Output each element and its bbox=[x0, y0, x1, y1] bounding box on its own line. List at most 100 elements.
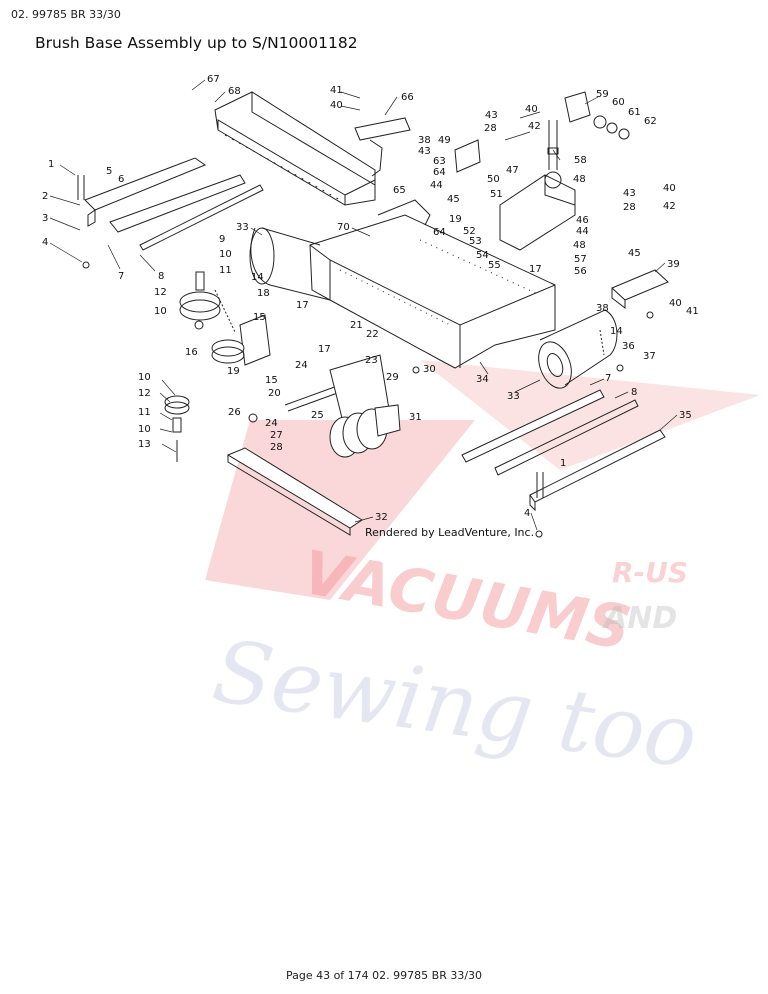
callout-17: 17 bbox=[318, 344, 331, 355]
callout-14: 14 bbox=[251, 272, 264, 283]
callout-68: 68 bbox=[228, 86, 241, 97]
callout-61: 61 bbox=[628, 107, 641, 118]
callout-63: 63 bbox=[433, 156, 446, 167]
callout-40: 40 bbox=[669, 298, 682, 309]
callout-leaders bbox=[49, 79, 678, 531]
callout-28: 28 bbox=[484, 123, 497, 134]
callout-28: 28 bbox=[623, 202, 636, 213]
callout-3: 3 bbox=[42, 213, 48, 224]
callout-labels: 67 68 41 40 66 43 28 40 42 59 60 61 62 1… bbox=[42, 74, 699, 539]
callout-21: 21 bbox=[350, 320, 363, 331]
callout-10: 10 bbox=[154, 306, 167, 317]
callout-43: 43 bbox=[418, 146, 431, 157]
callout-52: 52 bbox=[463, 226, 476, 237]
callout-31: 31 bbox=[409, 412, 422, 423]
callout-18: 18 bbox=[257, 288, 270, 299]
callout-44: 44 bbox=[430, 180, 443, 191]
callout-62: 62 bbox=[644, 116, 657, 127]
callout-43: 43 bbox=[623, 188, 636, 199]
callout-51: 51 bbox=[490, 189, 503, 200]
callout-15: 15 bbox=[265, 375, 278, 386]
callout-27: 27 bbox=[270, 430, 283, 441]
page-footer: Page 43 of 174 02. 99785 BR 33/30 bbox=[285, 969, 483, 982]
callout-55: 55 bbox=[488, 260, 501, 271]
callout-25: 25 bbox=[311, 410, 324, 421]
callout-22: 22 bbox=[366, 329, 379, 340]
callout-6: 6 bbox=[118, 174, 124, 185]
callout-43: 43 bbox=[485, 110, 498, 121]
callout-67: 67 bbox=[207, 74, 220, 85]
callout-64: 64 bbox=[433, 167, 446, 178]
callout-60: 60 bbox=[612, 97, 625, 108]
callout-13: 13 bbox=[138, 439, 151, 450]
callout-46: 46 bbox=[576, 215, 589, 226]
callout-41: 41 bbox=[686, 306, 699, 317]
callout-38: 38 bbox=[418, 135, 431, 146]
callout-54: 54 bbox=[476, 250, 489, 261]
callout-66: 66 bbox=[401, 92, 414, 103]
callout-48: 48 bbox=[573, 240, 586, 251]
callout-24: 24 bbox=[295, 360, 308, 371]
callout-32: 32 bbox=[375, 512, 388, 523]
callout-23: 23 bbox=[365, 355, 378, 366]
callout-19: 19 bbox=[449, 214, 462, 225]
callout-11: 11 bbox=[219, 265, 232, 276]
callout-17: 17 bbox=[529, 264, 542, 275]
callout-10: 10 bbox=[219, 249, 232, 260]
callout-44: 44 bbox=[576, 226, 589, 237]
callout-38: 38 bbox=[596, 303, 609, 314]
watermark-and: AND bbox=[602, 601, 677, 636]
callout-40: 40 bbox=[330, 100, 343, 111]
hopper-tray bbox=[214, 91, 376, 206]
callout-35: 35 bbox=[679, 410, 692, 421]
callout-45: 45 bbox=[447, 194, 460, 205]
callout-40: 40 bbox=[525, 104, 538, 115]
callout-11: 11 bbox=[138, 407, 151, 418]
callout-36: 36 bbox=[622, 341, 635, 352]
callout-40: 40 bbox=[663, 183, 676, 194]
callout-65: 65 bbox=[393, 185, 406, 196]
callout-59: 59 bbox=[596, 89, 609, 100]
callout-56: 56 bbox=[574, 266, 587, 277]
watermark-logo: VACUUMS R-US AND Sewing too bbox=[205, 360, 760, 789]
callout-48: 48 bbox=[573, 174, 586, 185]
callout-42: 42 bbox=[528, 121, 541, 132]
callout-33: 33 bbox=[507, 391, 520, 402]
callout-12: 12 bbox=[154, 287, 167, 298]
callout-19: 19 bbox=[227, 366, 240, 377]
callout-10: 10 bbox=[138, 424, 151, 435]
callout-17: 17 bbox=[296, 300, 309, 311]
callout-20: 20 bbox=[268, 388, 281, 399]
callout-28: 28 bbox=[270, 442, 283, 453]
callout-45: 45 bbox=[628, 248, 641, 259]
callout-4: 4 bbox=[524, 508, 530, 519]
callout-30: 30 bbox=[423, 364, 436, 375]
brush-roller bbox=[249, 227, 618, 389]
callout-41: 41 bbox=[330, 85, 343, 96]
callout-5: 5 bbox=[106, 166, 112, 177]
callout-1: 1 bbox=[48, 159, 54, 170]
callout-2: 2 bbox=[42, 191, 48, 202]
callout-34: 34 bbox=[476, 374, 489, 385]
callout-15: 15 bbox=[253, 312, 266, 323]
render-credit: Rendered by LeadVenture, Inc. bbox=[365, 526, 534, 539]
callout-10: 10 bbox=[138, 372, 151, 383]
callout-53: 53 bbox=[469, 236, 482, 247]
callout-70: 70 bbox=[337, 222, 350, 233]
callout-14: 14 bbox=[610, 326, 623, 337]
callout-4: 4 bbox=[42, 237, 48, 248]
callout-7: 7 bbox=[118, 271, 124, 282]
callout-64: 64 bbox=[433, 227, 446, 238]
callout-58: 58 bbox=[574, 155, 587, 166]
callout-39: 39 bbox=[667, 259, 680, 270]
callout-16: 16 bbox=[185, 347, 198, 358]
callout-1: 1 bbox=[560, 458, 566, 469]
callout-50: 50 bbox=[487, 174, 500, 185]
callout-9: 9 bbox=[219, 234, 225, 245]
callout-33: 33 bbox=[236, 222, 249, 233]
callout-37: 37 bbox=[643, 351, 656, 362]
callout-24: 24 bbox=[265, 418, 278, 429]
callout-8: 8 bbox=[631, 387, 637, 398]
watermark-tagline: Sewing too bbox=[207, 622, 703, 789]
